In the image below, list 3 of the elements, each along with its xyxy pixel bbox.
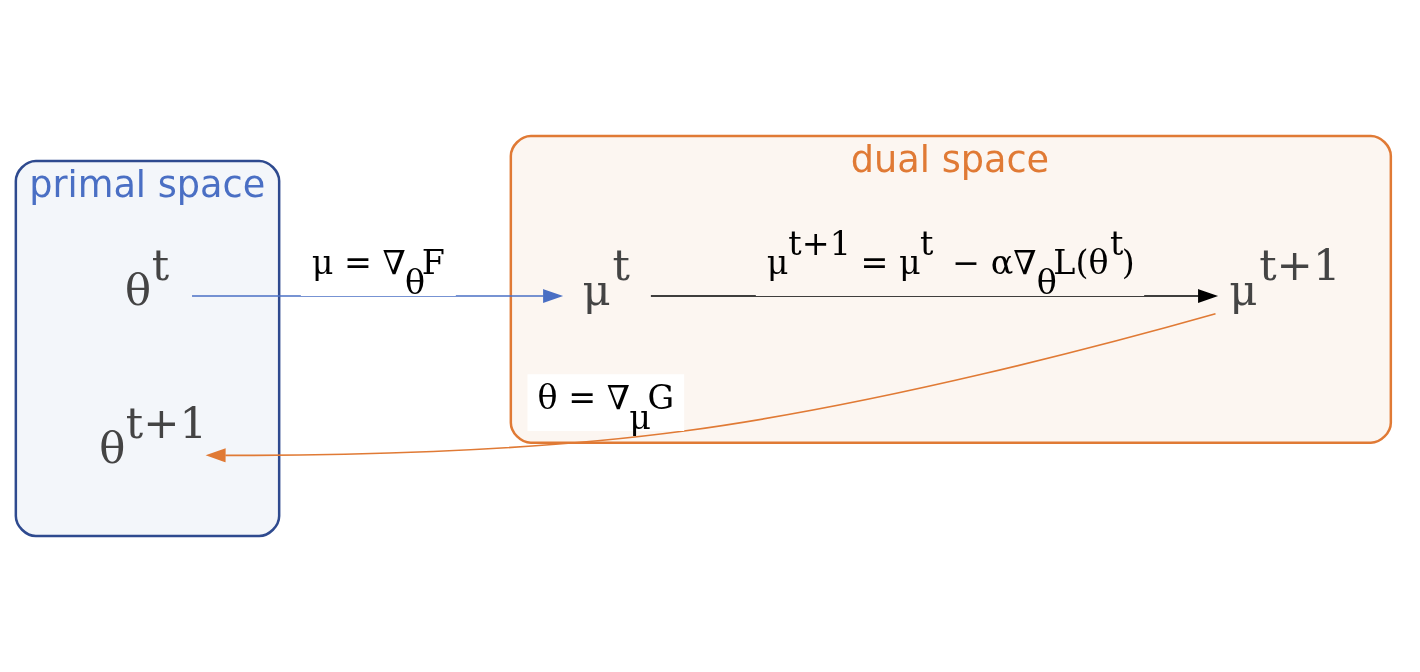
arrow: [650, 289, 1219, 303]
arrow: [205, 312, 1217, 463]
arrow: [191, 289, 564, 303]
